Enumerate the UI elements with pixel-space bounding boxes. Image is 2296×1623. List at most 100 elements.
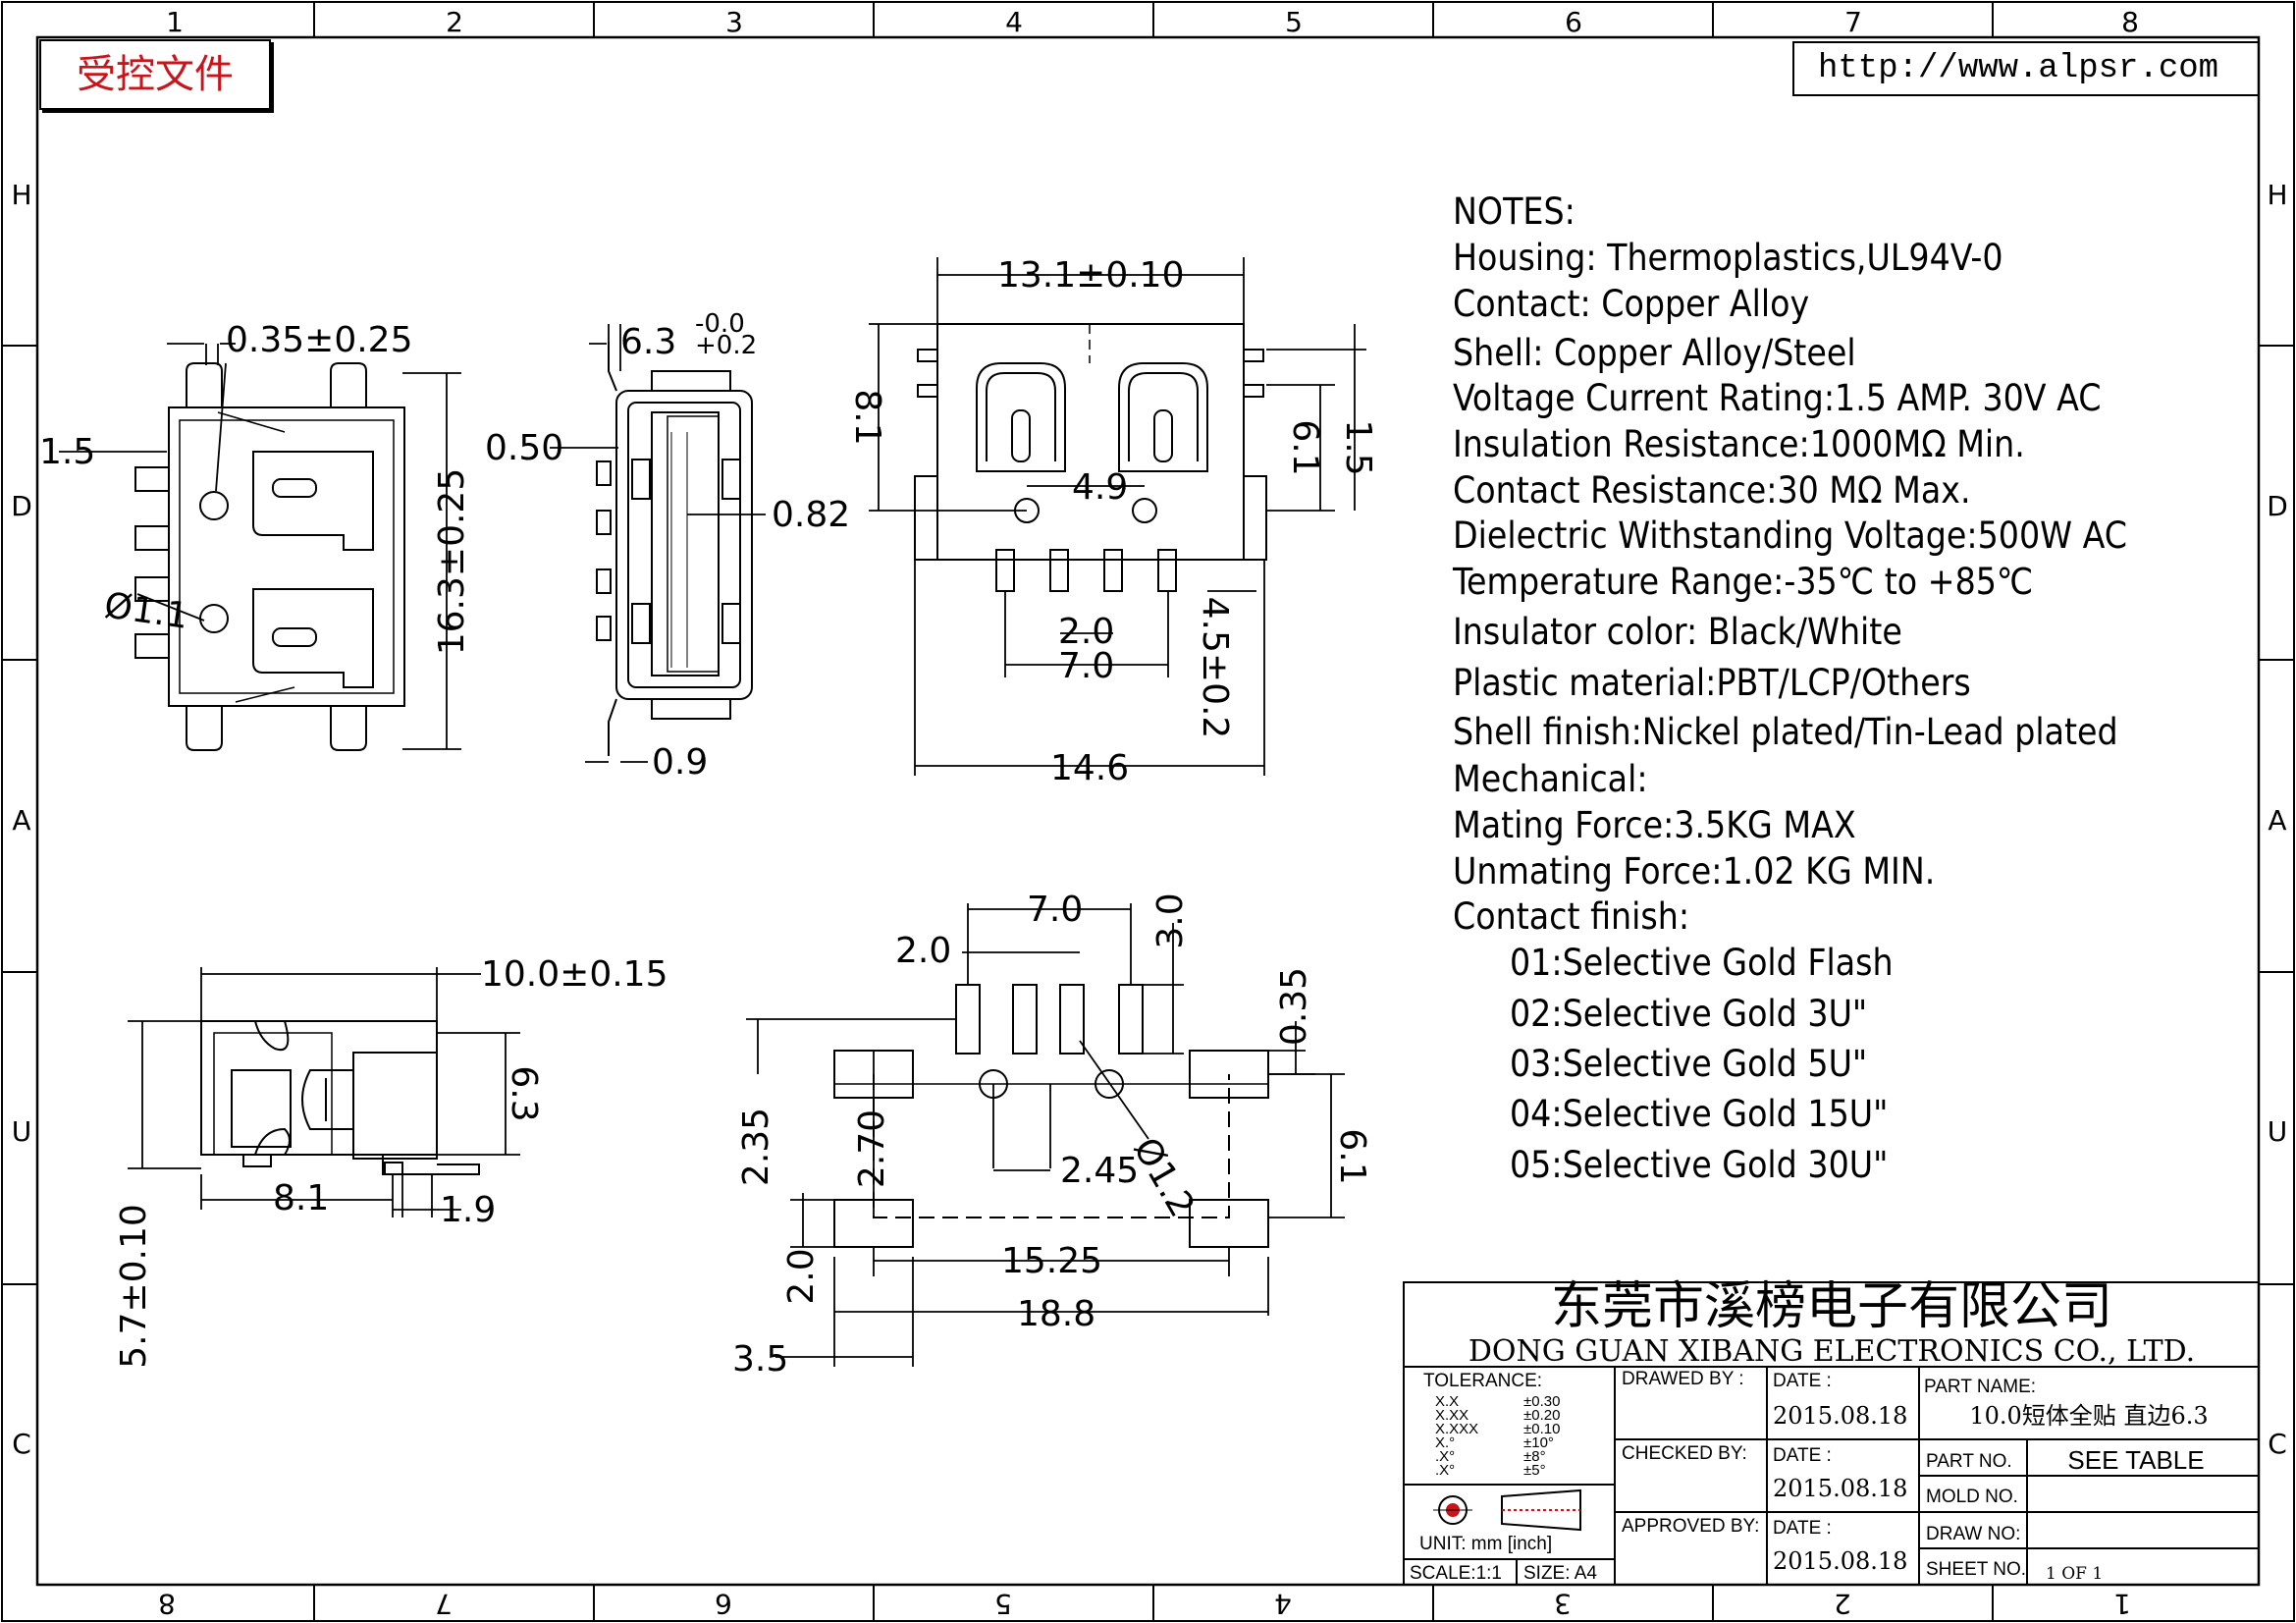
col-label-bottom: 5 [994,1588,1012,1620]
finish-option: 02:Selective Gold 3U" [1510,993,1867,1035]
dim-label: 4.5±0.2 [1195,597,1235,739]
note-line: Shell: Copper Alloy/Steel [1453,332,1856,374]
projection-symbol [1433,1488,1581,1532]
approved-date: 2015.08.18 [1773,1547,1907,1575]
dim-label: 2.0 [895,931,951,971]
dim-label: 2.0 [781,1248,822,1304]
dim-label: 0.35±0.25 [226,320,412,360]
date-label: DATE : [1773,1518,1832,1539]
sheet-no-value: 1 OF 1 [2046,1564,2103,1584]
controlled-document-stamp: 受控文件 [39,39,271,110]
pcb-footprint [833,984,1269,1248]
note-line: Contact: Copper Alloy [1453,283,1809,325]
note-line: Insulator color: Black/White [1453,611,1902,653]
dim-label: 0.82 [772,495,850,535]
date-label: DATE : [1773,1371,1832,1391]
part-no-label: PART NO. [1926,1451,2012,1472]
notes-block: NOTES: Housing: Thermoplastics,UL94V-0 C… [1452,190,2127,1186]
bottom-side-view-dim-lines [128,967,520,1217]
tolerance-format: X.° [1435,1434,1455,1451]
top-view-dim-lines [59,343,461,750]
approved-by-label: APPROVED BY: [1622,1516,1759,1537]
sheet-no-label: SHEET NO. [1926,1559,2026,1580]
note-line: Insulation Resistance:1000MΩ Min. [1453,423,2025,465]
front-view-dim-lines [869,257,1366,776]
col-label-top: 3 [725,6,743,38]
col-label-bottom: 1 [2113,1588,2131,1620]
note-line: Shell finish:Nickel plated/Tin-Lead plat… [1453,711,2118,753]
checked-by-label: CHECKED BY: [1622,1443,1747,1464]
col-label-bottom: 3 [1554,1588,1572,1620]
dim-label: 0.50 [485,428,563,468]
dim-label: 0.35 [1274,967,1314,1046]
footprint-dim-lines [746,903,1345,1367]
dim-label: +0.2 [695,331,757,360]
size-label: SIZE: A4 [1523,1563,1597,1584]
dim-label: 8.1 [847,389,887,445]
row-label-left: A [12,804,30,837]
company-url: http://www.alpsr.com [1792,41,2260,96]
dim-label: 6.1 [1285,419,1325,475]
mold-no-label: MOLD NO. [1926,1487,2018,1507]
note-line: Voltage Current Rating:1.5 AMP. 30V AC [1453,377,2102,419]
dim-label: 8.1 [273,1178,329,1218]
dim-label: 2.45 [1060,1151,1139,1191]
bottom-side-view [200,1020,480,1175]
tolerance-format: X.XX [1435,1407,1468,1424]
dim-label: 13.1±0.10 [997,255,1184,296]
dim-label: 0.9 [652,742,708,783]
row-label-right: C [2268,1428,2287,1460]
notes-title: NOTES: [1453,190,1575,233]
row-label-left: C [12,1428,31,1460]
dim-label: 16.3±0.25 [432,468,472,655]
dim-label: 18.8 [1017,1294,1095,1334]
row-label-right: A [2268,804,2286,837]
tolerance-value: ±0.10 [1523,1421,1560,1437]
dim-label: 6.1 [1332,1128,1372,1184]
col-label-bottom: 4 [1274,1588,1292,1620]
tolerance-value: ±8° [1523,1448,1546,1465]
dim-label: 14.6 [1050,748,1129,788]
dim-label: 2.35 [736,1108,776,1186]
side-view [596,342,753,756]
tolerance-label: TOLERANCE: [1423,1371,1542,1391]
row-label-left: D [11,490,32,522]
tolerance-format: .X° [1435,1462,1455,1479]
col-label-top: 4 [1005,6,1023,38]
dim-label: -0.0 [695,309,745,339]
tolerance-value: ±0.30 [1523,1393,1560,1410]
tolerance-format: X.X [1435,1393,1459,1410]
col-label-top: 6 [1565,6,1582,38]
dim-label: 15.25 [1001,1241,1102,1281]
col-label-top: 5 [1285,6,1303,38]
tolerance-format: X.XXX [1435,1421,1478,1437]
dim-label: 4.9 [1072,467,1128,508]
dim-label: 1.5 [39,432,95,472]
side-view-dim-lines [550,324,766,763]
company-name-en: DONG GUAN XIBANG ELECTRONICS CO., LTD. [1468,1334,2195,1369]
note-line: Contact finish: [1453,895,1689,938]
tolerance-value: ±0.20 [1523,1407,1560,1424]
note-line: Mating Force:3.5KG MAX [1453,804,1856,846]
row-label-right: U [2268,1115,2288,1148]
draw-no-label: DRAW NO: [1926,1524,2020,1544]
unit-label: UNIT: mm [inch] [1419,1534,1552,1554]
tolerance-value: ±10° [1523,1434,1554,1451]
company-name-cn: 东莞市溪榜电子有限公司 [1551,1277,2112,1336]
dim-label: 1.5 [1338,419,1378,475]
note-line: Dielectric Withstanding Voltage:500W AC [1453,514,2127,557]
row-label-right: D [2267,490,2288,522]
note-line: Plastic material:PBT/LCP/Others [1453,662,1971,704]
col-label-top: 8 [2121,6,2139,38]
dim-label: 2.70 [852,1109,892,1188]
dim-label: 2.0 [1058,612,1114,652]
col-label-top: 7 [1844,6,1862,38]
col-label-top: 2 [446,6,463,38]
scale-label: SCALE:1:1 [1410,1563,1502,1584]
col-label-top: 1 [166,6,184,38]
row-label-right: H [2267,179,2287,211]
finish-option: 04:Selective Gold 15U" [1510,1093,1888,1135]
part-name-value: 10.0短体全贴 直边6.3 [1969,1402,2208,1430]
